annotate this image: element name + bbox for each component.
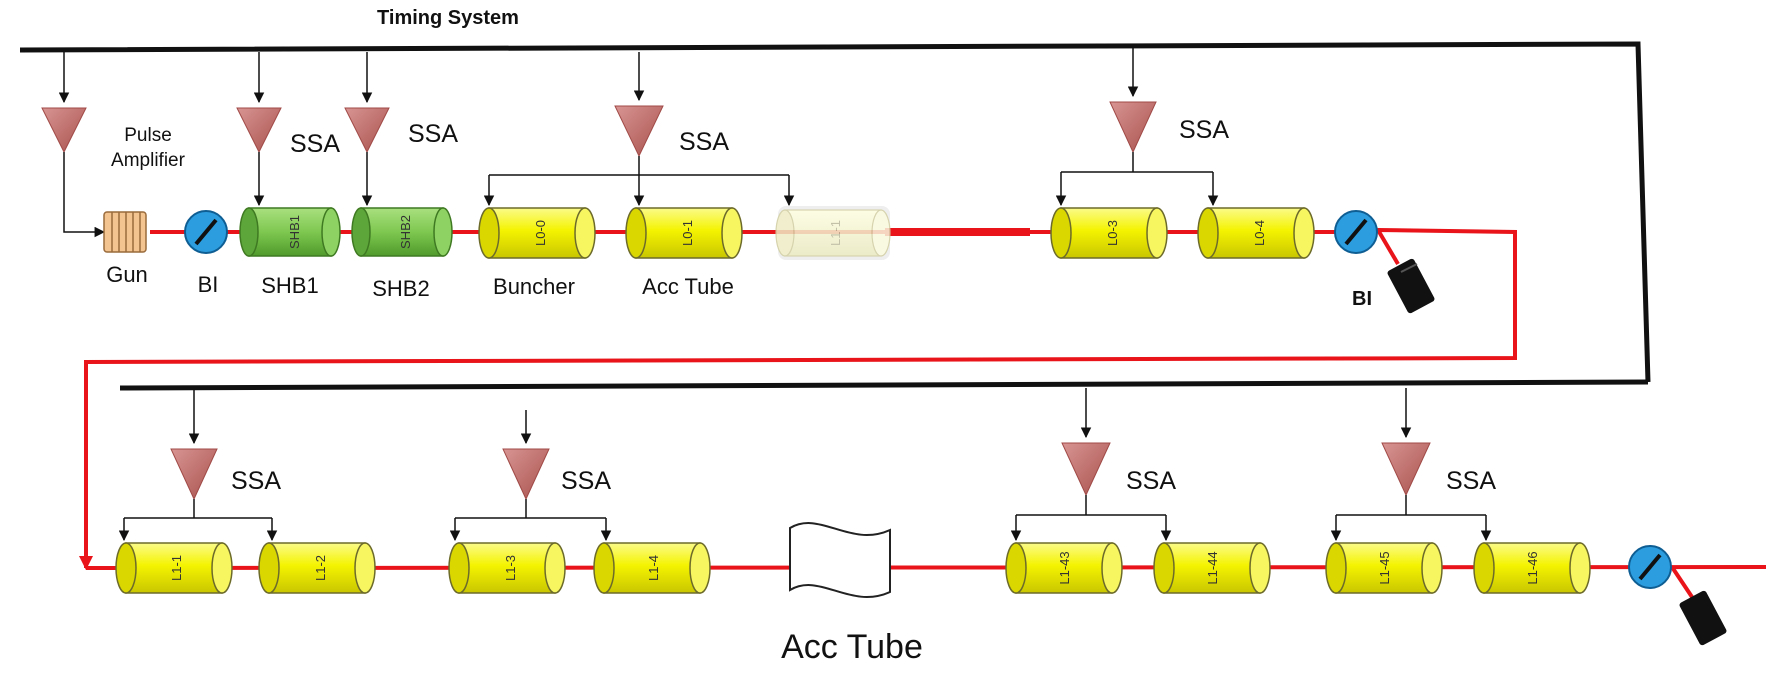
beamline <box>79 227 1766 599</box>
electron-gun: Gun <box>103 211 148 287</box>
svg-text:SHB1: SHB1 <box>287 215 302 249</box>
bi-label-2: BI <box>1352 288 1372 310</box>
cavity-l1-46: L1-46 <box>1473 542 1591 594</box>
pulse-amplifier-label-line1: Pulse <box>124 125 172 146</box>
cavity-l1-3: L1-3 <box>448 542 566 594</box>
svg-text:L1-43: L1-43 <box>1057 551 1072 584</box>
cavity-l0-1: L0-1 <box>625 207 743 259</box>
pulse-amplifier-label-line2: Amplifier <box>111 150 186 171</box>
pulse-amplifier: Pulse Amplifier <box>41 52 186 238</box>
svg-text:L0-3: L0-3 <box>1105 220 1120 246</box>
svg-text:SHB2: SHB2 <box>398 215 413 249</box>
bi-monitor-2: BI <box>1334 210 1378 310</box>
svg-text:L1-1: L1-1 <box>169 555 184 581</box>
ssa-label: SSA <box>231 467 281 495</box>
timing-system-title: Timing System <box>377 7 519 29</box>
svg-text:L1-2: L1-2 <box>313 555 328 581</box>
cavity-l1-2: L1-2 <box>258 542 376 594</box>
cavities: SHB1 SHB2 L0-0 L0-1 L1-1 <box>115 206 1591 594</box>
ssa-label: SSA <box>408 120 458 148</box>
bi-monitor-3 <box>1628 545 1672 589</box>
shb2-caption: SHB2 <box>372 276 429 301</box>
timing-system-bus <box>19 41 1651 391</box>
ssa-label: SSA <box>290 130 340 158</box>
ssa-label: SSA <box>561 467 611 495</box>
svg-text:L1-46: L1-46 <box>1525 551 1540 584</box>
ssa-shb1: SSA <box>236 52 340 207</box>
svg-text:L1-45: L1-45 <box>1377 551 1392 584</box>
svg-text:L0-1: L0-1 <box>680 220 695 246</box>
gun-label: Gun <box>106 262 148 287</box>
ssa-shb2: SSA <box>344 52 458 207</box>
buncher-caption: Buncher <box>493 274 575 299</box>
cavity-l1-4: L1-4 <box>593 542 711 594</box>
beam-dump-1 <box>1387 258 1435 314</box>
cavity-shb2: SHB2 <box>351 207 453 257</box>
svg-text:L1-44: L1-44 <box>1205 551 1220 584</box>
svg-text:L1-1: L1-1 <box>828 220 843 246</box>
bi-monitor-1: BI <box>184 210 228 297</box>
acc-tube-bottom-caption: Acc Tube <box>781 628 923 666</box>
cavity-l1-43: L1-43 <box>1005 542 1123 594</box>
ssa-label: SSA <box>1446 467 1496 495</box>
cavity-l0-0: L0-0 <box>478 207 596 259</box>
shb1-caption: SHB1 <box>261 273 318 298</box>
svg-text:L0-0: L0-0 <box>533 220 548 246</box>
ssa-l1-1-2: SSA <box>118 390 281 542</box>
ssa-l1-43-44: SSA <box>1010 388 1176 542</box>
bi-label-1: BI <box>198 272 219 297</box>
cavity-l1-45: L1-45 <box>1325 542 1443 594</box>
svg-text:L0-4: L0-4 <box>1252 220 1267 246</box>
acc-tube-break-symbol <box>789 522 891 598</box>
ssa-l0: SSA <box>483 52 795 207</box>
cavity-shb1: SHB1 <box>239 207 341 257</box>
svg-text:L1-4: L1-4 <box>646 555 661 581</box>
ssa-l0-3-4: SSA <box>1055 46 1229 207</box>
ssa-label: SSA <box>1126 467 1176 495</box>
cavity-l0-3: L0-3 <box>1050 207 1168 259</box>
ssa-l1-3-4: SSA <box>449 410 611 542</box>
cavity-l0-4: L0-4 <box>1197 207 1315 259</box>
acc-tube-caption: Acc Tube <box>642 274 734 299</box>
beam-dump-2 <box>1679 590 1727 646</box>
cavity-l1-1-faded: L1-1 <box>775 206 891 260</box>
svg-text:L1-3: L1-3 <box>503 555 518 581</box>
cavity-l1-1: L1-1 <box>115 542 233 594</box>
ssa-l1-45-46: SSA <box>1330 388 1496 542</box>
ssa-label: SSA <box>1179 116 1229 144</box>
cavity-l1-44: L1-44 <box>1153 542 1271 594</box>
ssa-label: SSA <box>679 128 729 156</box>
